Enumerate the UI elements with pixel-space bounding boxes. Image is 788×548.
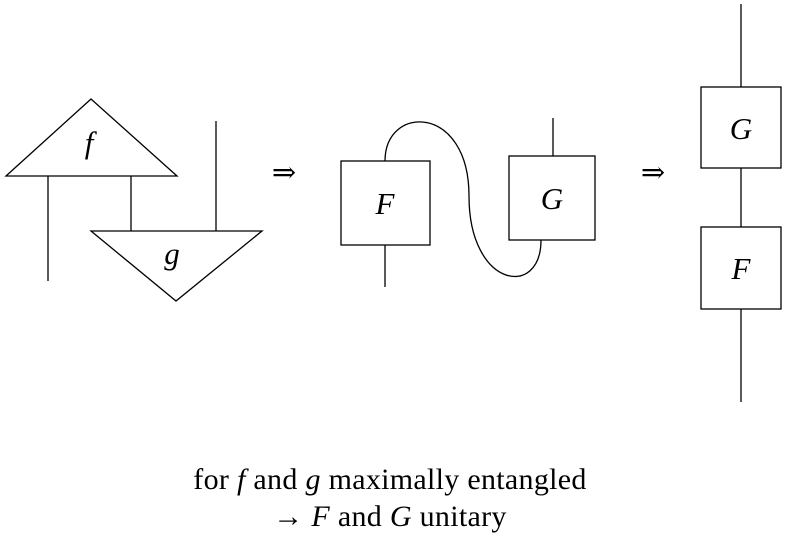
label-f: f bbox=[85, 125, 98, 160]
triangle-g bbox=[89, 230, 264, 302]
caption-var-F: F bbox=[311, 500, 331, 533]
label-g: g bbox=[164, 236, 180, 271]
caption-text-unitary: unitary bbox=[411, 500, 507, 533]
caption-line-1: for f and g maximally entangled bbox=[0, 461, 780, 498]
label-F-right: F bbox=[731, 251, 752, 286]
caption-text-entangled: maximally entangled bbox=[320, 463, 587, 496]
caption-var-g: g bbox=[305, 463, 321, 496]
caption-text-and-1: and bbox=[245, 463, 306, 496]
box-G-middle bbox=[508, 155, 596, 241]
caption: for f and g maximally entangled → F and … bbox=[0, 461, 780, 535]
triangle-f bbox=[4, 98, 179, 177]
caption-text-and-2: and bbox=[330, 500, 390, 533]
implies-arrow-1: ⇒ bbox=[272, 155, 296, 189]
implies-arrow-2: ⇒ bbox=[641, 155, 665, 189]
caption-text-for: for bbox=[193, 463, 237, 496]
caption-var-f: f bbox=[236, 463, 246, 496]
wire-F-to-G-bend bbox=[384, 121, 542, 278]
string-diagram: f g F G G F ⇒ ⇒ bbox=[4, 4, 782, 402]
caption-var-G: G bbox=[389, 500, 412, 533]
label-F-middle: F bbox=[375, 186, 396, 221]
label-G-middle: G bbox=[541, 181, 563, 216]
caption-line-2: → F and G unitary bbox=[0, 498, 780, 535]
caption-arrow-icon: → bbox=[273, 500, 312, 533]
label-G-right: G bbox=[730, 111, 752, 146]
